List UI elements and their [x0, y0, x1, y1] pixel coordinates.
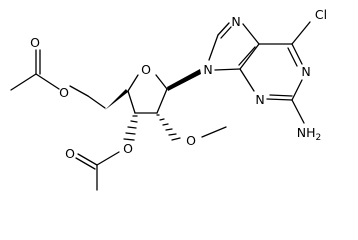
bond-n9-c8: [208, 34, 219, 61]
c3-oac-hash-bond: [123, 115, 138, 141]
hash-5: [168, 133, 177, 136]
ring-bond-o-c1: [155, 74, 168, 90]
methoxy-methyl-bond: [201, 126, 227, 138]
acetyl-3-ester-carbonyl-bond: [96, 151, 120, 166]
bond-n3-c4: [239, 68, 255, 92]
acetyl-3-carbonyl-oxygen-label: O: [65, 146, 75, 161]
bond-c5-c4-double: [238, 46, 256, 66]
pyrimidine-ring: [239, 43, 303, 101]
ring-bond-c3-c4: [127, 90, 136, 114]
n1-label: N: [301, 64, 310, 79]
bond-c2-nh2: [291, 99, 305, 124]
ribose-ring: [127, 74, 168, 114]
hash-a3: [127, 126, 137, 129]
hash-6: [171, 137, 181, 141]
ring-oxygen-label: O: [141, 62, 151, 77]
c1-n9-wedge-bond: [167, 69, 201, 91]
methoxy-oxygen-label: O: [186, 133, 196, 148]
acetyl-5-methyl-bond: [10, 73, 37, 91]
acetyl-3-carbonyl-double-bond-b: [75, 157, 96, 170]
bond-c4-n9: [214, 68, 241, 71]
hash-4: [165, 128, 173, 131]
acetyl-5-carbonyl-ester-bond: [35, 73, 60, 90]
n9-label: N: [203, 62, 212, 77]
n7-label: N: [231, 14, 240, 29]
molecule-diagram: O O O O O O N N: [10, 7, 328, 191]
hash-2: [159, 118, 165, 121]
acetyl-5-ester-o-ch2-bond: [69, 85, 89, 97]
bond-c6-n1: [291, 43, 303, 65]
bond-c8-n7: [217, 22, 230, 36]
acetyl-3-group: [75, 151, 120, 191]
bond-c5-c4: [239, 43, 260, 70]
acetyl-3-ester-oxygen-label: O: [123, 141, 133, 156]
ch2-bond-a: [87, 95, 106, 109]
ring-bond-c1-c2: [156, 88, 168, 114]
bond-c6-cl: [291, 21, 311, 45]
hash-3: [162, 123, 169, 126]
bond-n1-c2: [291, 79, 303, 101]
bond-c8-n7-double: [220, 26, 232, 39]
c2-methoxy-hash-bond: [156, 114, 181, 141]
structure-drawing: O O O O O O N N: [10, 7, 327, 191]
hash-a4: [125, 132, 136, 135]
chlorine-label: Cl: [315, 7, 327, 22]
imidazole-ring: [208, 22, 260, 71]
acetyl-5-carbonyl-oxygen-label: O: [30, 35, 40, 50]
n3-label: N: [255, 92, 264, 107]
hash-a5: [123, 138, 135, 141]
ring-bond-c4-o: [127, 74, 139, 92]
acetyl-5-ester-oxygen-label: O: [59, 85, 69, 100]
c4-c5-wedge-bond: [105, 89, 128, 110]
hash-a2: [130, 120, 138, 123]
bond-c6-n1-double: [287, 47, 298, 67]
acetyl-5-group: [10, 49, 89, 97]
bond-n7-c5: [242, 23, 260, 45]
acetyl-3-carbonyl-double-bond-a: [77, 153, 98, 166]
bond-c2-n3-double: [269, 94, 293, 97]
amino-label: NH2: [297, 125, 321, 143]
bond-c2-n3: [266, 98, 293, 101]
